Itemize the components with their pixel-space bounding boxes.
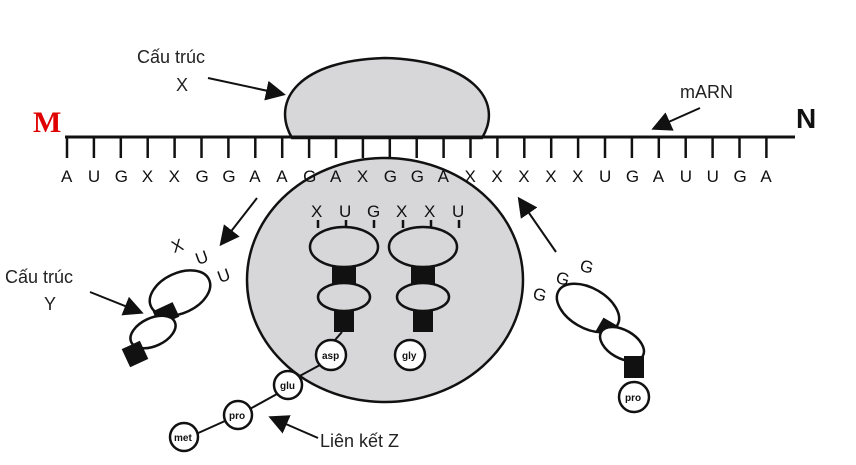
mrna-base: G bbox=[222, 167, 235, 186]
trna-right: G G G pro bbox=[531, 256, 651, 414]
aa-pro-chain: pro bbox=[229, 411, 245, 422]
aa-gly: gly bbox=[402, 351, 417, 362]
mrna-base: A bbox=[438, 167, 450, 186]
aa-met: met bbox=[174, 433, 192, 444]
anticodon-c2-2: X bbox=[424, 202, 435, 221]
mrna-end-n: N bbox=[796, 103, 816, 134]
structure-y-label-line2: Y bbox=[44, 294, 56, 314]
anticodon-c1-2: U bbox=[339, 202, 351, 221]
mrna-base: X bbox=[357, 167, 368, 186]
trna-center-2: X X U gly bbox=[387, 202, 464, 372]
mrna-base: G bbox=[115, 167, 128, 186]
anticodon-c1-3: G bbox=[367, 202, 380, 221]
structure-x-label-line2: X bbox=[176, 75, 188, 95]
anticodon-c2-3: U bbox=[452, 202, 464, 221]
mrna-base: X bbox=[545, 167, 556, 186]
structure-y-label-line1: Cấu trúc bbox=[5, 267, 73, 287]
bond-z-arrow bbox=[268, 415, 319, 439]
mrna-base: U bbox=[88, 167, 100, 186]
bond-z-label: Liên kết Z bbox=[320, 431, 399, 451]
mrna-base: A bbox=[330, 167, 342, 186]
mrna-base: A bbox=[653, 167, 665, 186]
structure-y-arrow bbox=[89, 291, 144, 316]
structure-x-label-line1: Cấu trúc bbox=[137, 47, 205, 67]
mrna-base: A bbox=[760, 167, 772, 186]
mrna-arrow bbox=[651, 107, 701, 131]
mrna-base: G bbox=[734, 167, 747, 186]
anticodon-r-1: G bbox=[531, 284, 549, 306]
ribosome-large-subunit bbox=[245, 156, 525, 404]
ribosome-small-subunit bbox=[283, 56, 491, 140]
mrna-base: X bbox=[491, 167, 502, 186]
anticodon-l-2: U bbox=[193, 247, 211, 269]
mrna-base: G bbox=[384, 167, 397, 186]
anticodon-c1-1: X bbox=[311, 202, 322, 221]
mrna-base: X bbox=[142, 167, 153, 186]
aa-pro-right: pro bbox=[625, 393, 641, 404]
mrna-base: X bbox=[465, 167, 476, 186]
aa-asp: asp bbox=[322, 351, 339, 362]
exit-arrow bbox=[219, 197, 258, 247]
mrna-base: A bbox=[61, 167, 73, 186]
mrna-base: G bbox=[196, 167, 209, 186]
mrna-base: G bbox=[411, 167, 424, 186]
mrna-base: U bbox=[680, 167, 692, 186]
mrna-base: U bbox=[599, 167, 611, 186]
peptide-chain: glu pro met bbox=[168, 364, 321, 453]
anticodon-l-3: U bbox=[215, 265, 233, 287]
mrna-base: U bbox=[707, 167, 719, 186]
mrna-base: X bbox=[572, 167, 583, 186]
entry-arrow bbox=[517, 196, 557, 253]
anticodon-l-1: X bbox=[169, 235, 186, 257]
mrna-base: X bbox=[518, 167, 529, 186]
structure-x-arrow bbox=[207, 77, 286, 101]
mrna-base: X bbox=[169, 167, 180, 186]
anticodon-c2-1: X bbox=[396, 202, 407, 221]
anticodon-r-3: G bbox=[578, 256, 596, 278]
mrna-label: mARN bbox=[680, 82, 733, 102]
mrna-base: A bbox=[249, 167, 261, 186]
mrna-base: G bbox=[626, 167, 639, 186]
mrna-base: G bbox=[303, 167, 316, 186]
mrna-end-m: M bbox=[33, 106, 61, 139]
trna-left: X U U bbox=[121, 235, 233, 368]
mrna-base: A bbox=[276, 167, 288, 186]
aa-glu: glu bbox=[280, 381, 295, 392]
trna-center-1: X U G asp bbox=[308, 202, 380, 372]
